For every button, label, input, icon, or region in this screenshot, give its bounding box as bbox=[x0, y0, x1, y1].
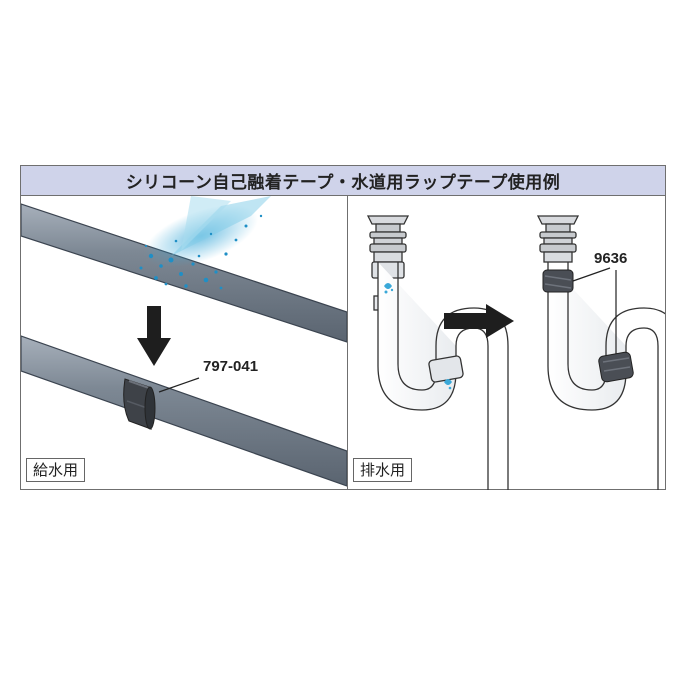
silicone-tape-wrap bbox=[123, 378, 156, 430]
part-leader-line-upper bbox=[572, 267, 611, 282]
diagram-title: シリコーン自己融着テープ・水道用ラップテープ使用例 bbox=[21, 166, 665, 196]
leaking-drain-trap bbox=[366, 215, 509, 490]
water-spray-icon bbox=[139, 196, 271, 290]
tape-wrap-upper bbox=[542, 269, 574, 293]
tape-wrap-lower bbox=[598, 351, 634, 383]
drainage-illustration bbox=[366, 215, 665, 490]
drip-icon bbox=[384, 283, 452, 390]
part-leader-line bbox=[158, 377, 200, 393]
water-supply-panel: 797-041 給水用 bbox=[21, 196, 347, 490]
right-arrow-icon bbox=[444, 304, 514, 338]
part-number-label: 9636 bbox=[594, 250, 628, 267]
drainage-tag: 排水用 bbox=[353, 458, 413, 482]
water-supply-tag: 給水用 bbox=[26, 458, 86, 482]
water-supply-illustration bbox=[21, 196, 347, 487]
drainage-panel: 9636 排水用 bbox=[348, 196, 665, 490]
repaired-pipe bbox=[21, 335, 347, 487]
leaking-pipe bbox=[21, 203, 347, 343]
panel-divider bbox=[347, 196, 348, 490]
down-arrow-icon bbox=[137, 306, 171, 366]
part-number-label: 797-041 bbox=[203, 358, 259, 375]
diagram-frame: シリコーン自己融着テープ・水道用ラップテープ使用例 bbox=[20, 165, 666, 490]
